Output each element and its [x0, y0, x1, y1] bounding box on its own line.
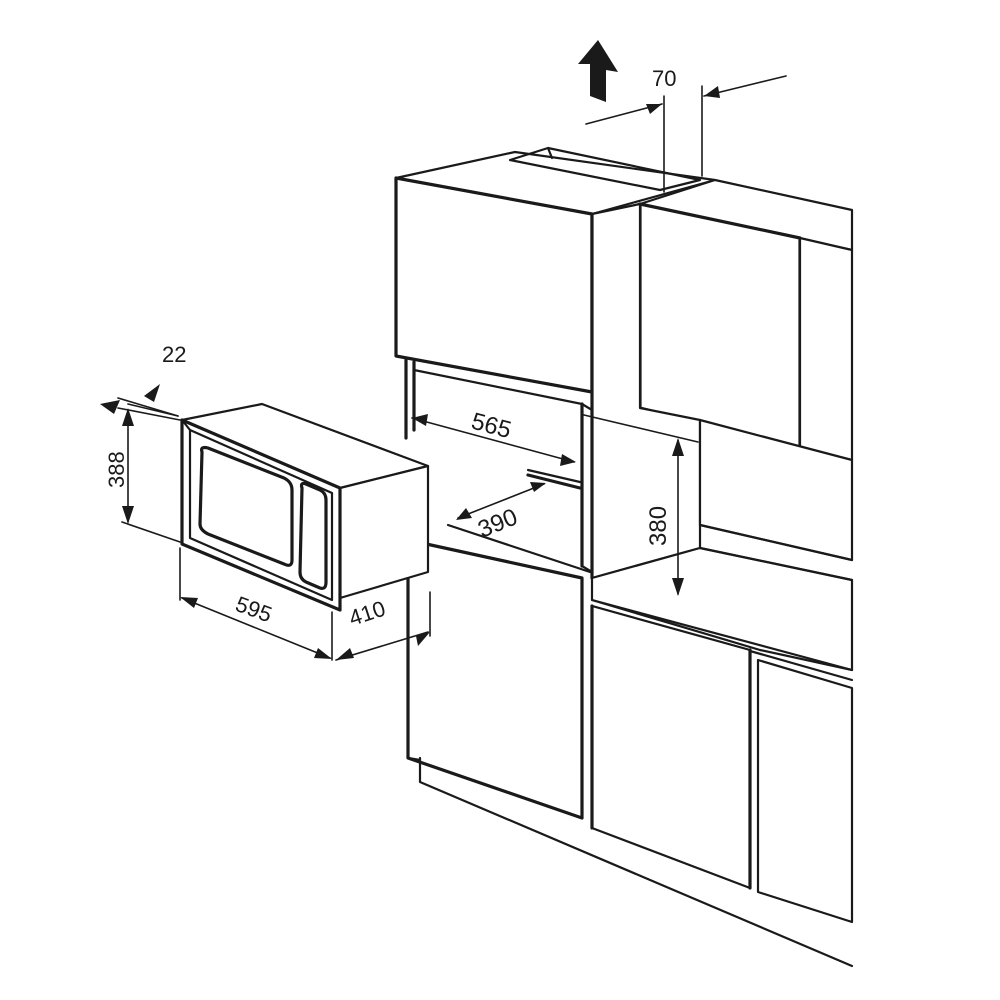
- microwave-appliance: [180, 402, 430, 612]
- up-arrow-icon: [578, 40, 618, 102]
- upper-cabinet-right: [638, 202, 802, 450]
- microwave-control-panel: [298, 481, 328, 590]
- label-niche-height: 380: [645, 506, 672, 546]
- label-appliance-depth: 410: [346, 596, 389, 631]
- lower-cabinet-right: [756, 658, 854, 924]
- upper-cabinet-left: [394, 176, 594, 394]
- ventilation-slot: [508, 146, 702, 192]
- dimension-lines: [100, 40, 787, 661]
- label-ventilation-gap: 70: [652, 66, 676, 91]
- lower-cabinet-left: [406, 538, 584, 820]
- upper-cabinet-right-side: [798, 236, 854, 462]
- plinth: [418, 756, 854, 968]
- lower-cabinet-middle: [590, 604, 752, 890]
- microwave-inner-frame: [188, 428, 334, 602]
- microwave-door-window: [198, 445, 294, 567]
- kitchen-cabinetry: [394, 146, 854, 968]
- label-depth-offset: 22: [162, 342, 186, 367]
- label-appliance-height: 388: [104, 451, 129, 488]
- label-niche-width: 565: [468, 408, 514, 444]
